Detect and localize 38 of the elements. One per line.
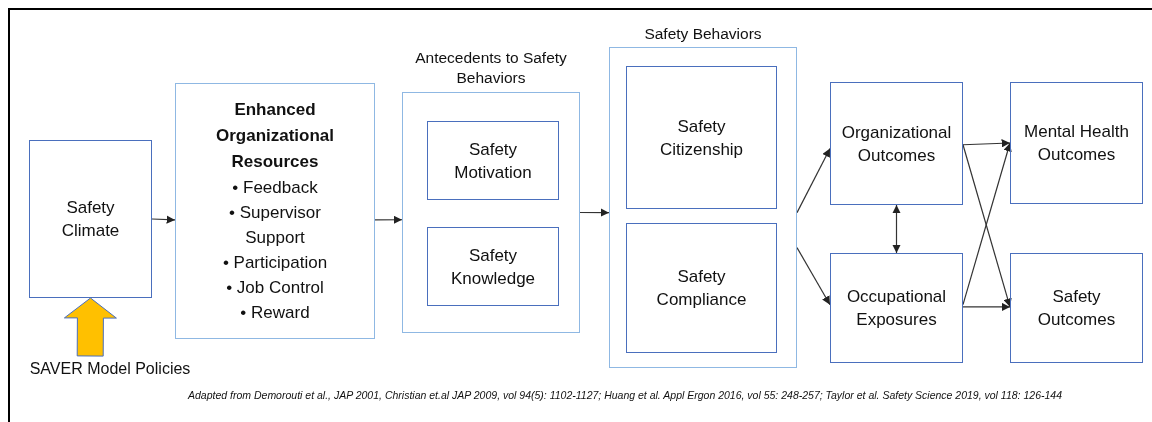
bullet-item: • Reward <box>239 302 311 324</box>
process-box <box>175 83 375 339</box>
process-box <box>830 82 963 205</box>
group-heading: Safety Behaviors <box>643 24 763 44</box>
box-label: Mental Health Outcomes <box>1023 121 1130 166</box>
bullet-item: • Feedback <box>231 177 319 199</box>
arrow <box>151 215 176 224</box>
arrow <box>796 147 831 214</box>
process-box <box>830 253 963 363</box>
box-label: Safety Compliance <box>655 266 748 311</box>
arrow <box>374 215 403 224</box>
process-box <box>427 227 559 306</box>
process-box <box>626 223 777 353</box>
box-label: Safety Climate <box>60 197 121 242</box>
process-box <box>1010 82 1143 204</box>
process-box <box>626 66 777 209</box>
bullet-item: • Job Control <box>225 277 325 299</box>
box-label: Occupational Exposures <box>845 286 948 331</box>
box-heading: Enhanced Organizational Resources <box>214 99 336 173</box>
arrow <box>796 247 831 306</box>
arrow <box>579 208 610 217</box>
box-label: Safety Citizenship <box>658 115 745 161</box>
process-box <box>1010 253 1143 363</box>
citation-caption: Adapted from Demorouti et al., JAP 2001, Christian et.al JAP 2009, vol 94(5): 1102-1127; Huang et al. Appl Ergon 2016, vol 55: 248-257; Taylor et al. Safety Science 2019, vol 118: 126-144 <box>186 389 1063 401</box>
process-box <box>427 121 559 200</box>
arrow <box>962 302 1011 312</box>
bullet-item: • Participation <box>221 252 329 274</box>
box-label: Organizational Outcomes <box>841 121 952 167</box>
arrow <box>962 139 1011 148</box>
group-heading: Antecedents to Safety Behaviors <box>414 48 568 88</box>
box-label: Safety Outcomes <box>1036 286 1117 331</box>
bullet-item: • Supervisor Support <box>228 202 322 249</box>
box-label: Safety Knowledge <box>449 244 537 290</box>
arrow <box>892 204 901 254</box>
box-label: Safety Motivation <box>453 138 533 184</box>
note-text: SAVER Model Policies <box>29 358 191 379</box>
process-box <box>29 140 152 298</box>
block-arrow <box>63 297 117 357</box>
